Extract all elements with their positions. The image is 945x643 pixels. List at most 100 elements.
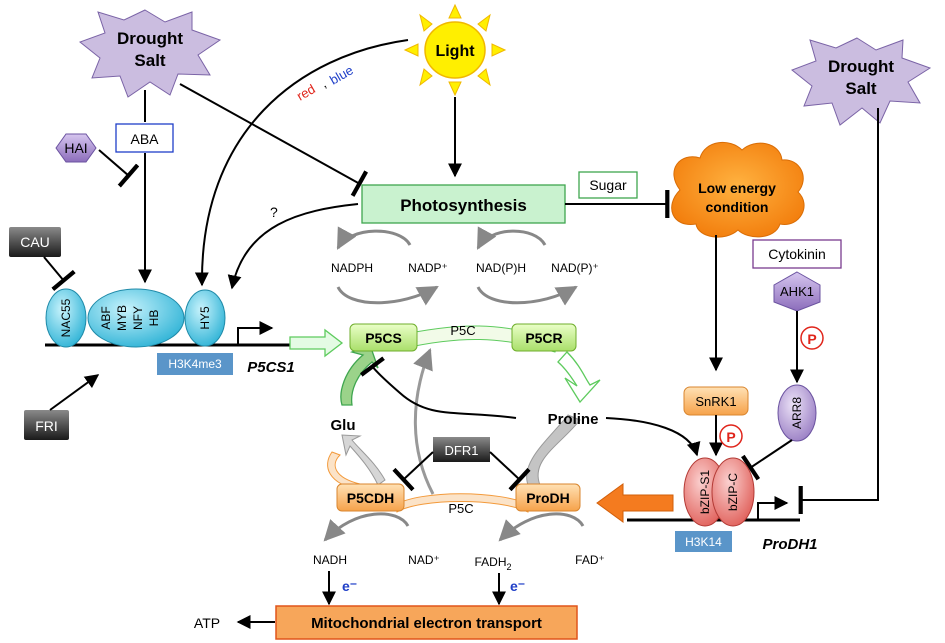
cycle-nadph-to-nadp-right xyxy=(476,285,578,306)
tf-abf-myb-nfy-hb: ABF MYB NFY HB xyxy=(87,288,185,348)
phospho-snrk1-icon xyxy=(719,424,743,448)
tf-left-hb: HB xyxy=(147,310,161,327)
p5cdh-enzyme xyxy=(336,483,405,512)
p5cs-enzyme xyxy=(349,323,418,352)
proline-label: Proline xyxy=(548,411,599,428)
photosynthesis-label: Photosynthesis xyxy=(400,196,527,215)
stress-left-salt: Salt xyxy=(134,51,166,70)
cau-box xyxy=(9,227,61,257)
dfr1-label: DFR1 xyxy=(445,443,479,458)
arr8-protein: ARR8 xyxy=(777,384,817,442)
tf-left-nfy: NFY xyxy=(131,306,145,330)
cau-inhibits-nac55 xyxy=(43,256,76,292)
photosynthesis-box xyxy=(361,184,566,224)
fri-box xyxy=(24,410,69,440)
electron-left-label: e⁻ xyxy=(342,578,357,594)
sugar-label: Sugar xyxy=(589,177,627,193)
snrk1-label: SnRK1 xyxy=(695,394,736,409)
ahk1-label: AHK1 xyxy=(780,284,814,299)
cycle-nadp-to-nadph xyxy=(336,226,412,250)
aba-label: ABA xyxy=(130,131,159,147)
cycle-nadph-to-nadp xyxy=(336,285,439,306)
mito-etc-label: Mitochondrial electron transport xyxy=(311,615,542,632)
cycle-nad-to-nadh xyxy=(323,512,410,542)
prodh1-tss-arrow xyxy=(757,496,789,520)
glu-label: Glu xyxy=(331,417,356,434)
p5cs-label: P5CS xyxy=(365,330,402,346)
light-to-hy5-arrow xyxy=(194,39,409,287)
h3k4me3-box xyxy=(157,353,233,375)
h3k14-box xyxy=(675,531,732,552)
fri-label: FRI xyxy=(35,418,58,434)
tf-left-nac55: NAC55 xyxy=(59,298,73,337)
light-blue-label: blue xyxy=(327,62,356,87)
p5c-top-label: P5C xyxy=(450,323,475,338)
hai-inhibits-aba xyxy=(98,149,140,188)
fad-plus-label: FAD⁺ xyxy=(575,553,605,567)
hai-label: HAI xyxy=(64,140,87,156)
proline-to-bzip-arrow xyxy=(605,417,701,457)
p5cr-to-proline-arrow xyxy=(557,351,601,404)
p5cr-label: P5CR xyxy=(525,330,562,346)
mito-etc-box xyxy=(275,605,578,640)
low-energy-cloud: Low energy condition xyxy=(671,142,805,238)
electron-right-label: e⁻ xyxy=(510,578,525,594)
stress-left-drought: Drought xyxy=(117,29,183,48)
arr8: ARR8 xyxy=(790,397,804,429)
prodh-enzyme xyxy=(515,483,581,512)
nadph-label: NADPH xyxy=(331,261,373,275)
fadh2-label: FADH2 xyxy=(474,555,511,572)
drought-salt-star-left: Drought Salt xyxy=(78,9,222,98)
h3k14-label: H3K14 xyxy=(685,535,722,549)
question-mark: ? xyxy=(270,204,278,220)
stress-inhibits-prodh1 xyxy=(798,108,879,514)
phospho-ahk1-label: P xyxy=(807,331,816,347)
cycle-nadp-to-nadph-right xyxy=(476,226,547,250)
nadp-p-plus-label: NAD(P)⁺ xyxy=(551,261,599,275)
stress-right-drought: Drought xyxy=(828,57,894,76)
light-comma: , xyxy=(318,76,329,91)
p5c-bottom-label: P5C xyxy=(448,501,473,516)
tf-left-abf: ABF xyxy=(99,306,113,329)
tf-nac55: NAC55 xyxy=(45,288,87,348)
stress-inhibits-photosynthesis xyxy=(179,83,369,197)
photosynthesis-to-p5cs1-arrow xyxy=(227,203,359,290)
nadph-p-label: NAD(P)H xyxy=(476,261,526,275)
drought-salt-star-right: Drought Salt xyxy=(791,37,932,126)
p5c-bottom-band xyxy=(394,493,531,513)
cau-label: CAU xyxy=(20,234,50,250)
dfr1-inhibits-prodh xyxy=(489,451,531,492)
expression-arrow-p5cs xyxy=(289,328,344,358)
hai-hexagon xyxy=(55,133,97,163)
cytokinin-label: Cytokinin xyxy=(768,246,826,262)
tf-left-hy5: HY5 xyxy=(198,306,212,330)
low-energy-line2: condition xyxy=(706,199,769,215)
bzip-s1: bZIP-S1 xyxy=(698,470,712,514)
p5c-cycle-gray-arrow xyxy=(413,348,435,495)
prodh-label: ProDH xyxy=(526,490,570,506)
p5cdh-to-glu-arrow xyxy=(341,434,386,486)
arr8-inhibits-bzip xyxy=(741,439,793,481)
prodh1-gene-label: ProDH1 xyxy=(762,536,817,553)
cycle-fad-to-fadh2 xyxy=(498,512,585,542)
cofactors-bottom-fadh2-sub: 2 xyxy=(507,562,512,572)
cytokinin-box xyxy=(752,239,842,269)
nadh-label: NADH xyxy=(313,553,347,567)
p5cdh-label: P5CDH xyxy=(347,490,394,506)
stress-right-salt: Salt xyxy=(845,79,877,98)
bzip-c: bZIP-C xyxy=(726,473,740,511)
tf-hy5: HY5 xyxy=(184,289,226,347)
glu-to-p5cs-arrow xyxy=(340,344,379,406)
cofactors-bottom-fadh2: FADH xyxy=(474,555,506,569)
expression-arrow-prodh xyxy=(596,483,674,523)
tf-left-myb: MYB xyxy=(115,305,129,331)
atp-label: ATP xyxy=(194,615,220,631)
low-energy-line1: Low energy xyxy=(698,180,776,196)
sugar-box xyxy=(578,171,638,199)
sun-icon: Light xyxy=(403,3,507,97)
aba-box xyxy=(115,123,174,153)
h3k4me3-label: H3K4me3 xyxy=(168,357,222,371)
fri-activates-arrow xyxy=(49,374,100,411)
nad-plus-label: NAD⁺ xyxy=(408,553,440,567)
